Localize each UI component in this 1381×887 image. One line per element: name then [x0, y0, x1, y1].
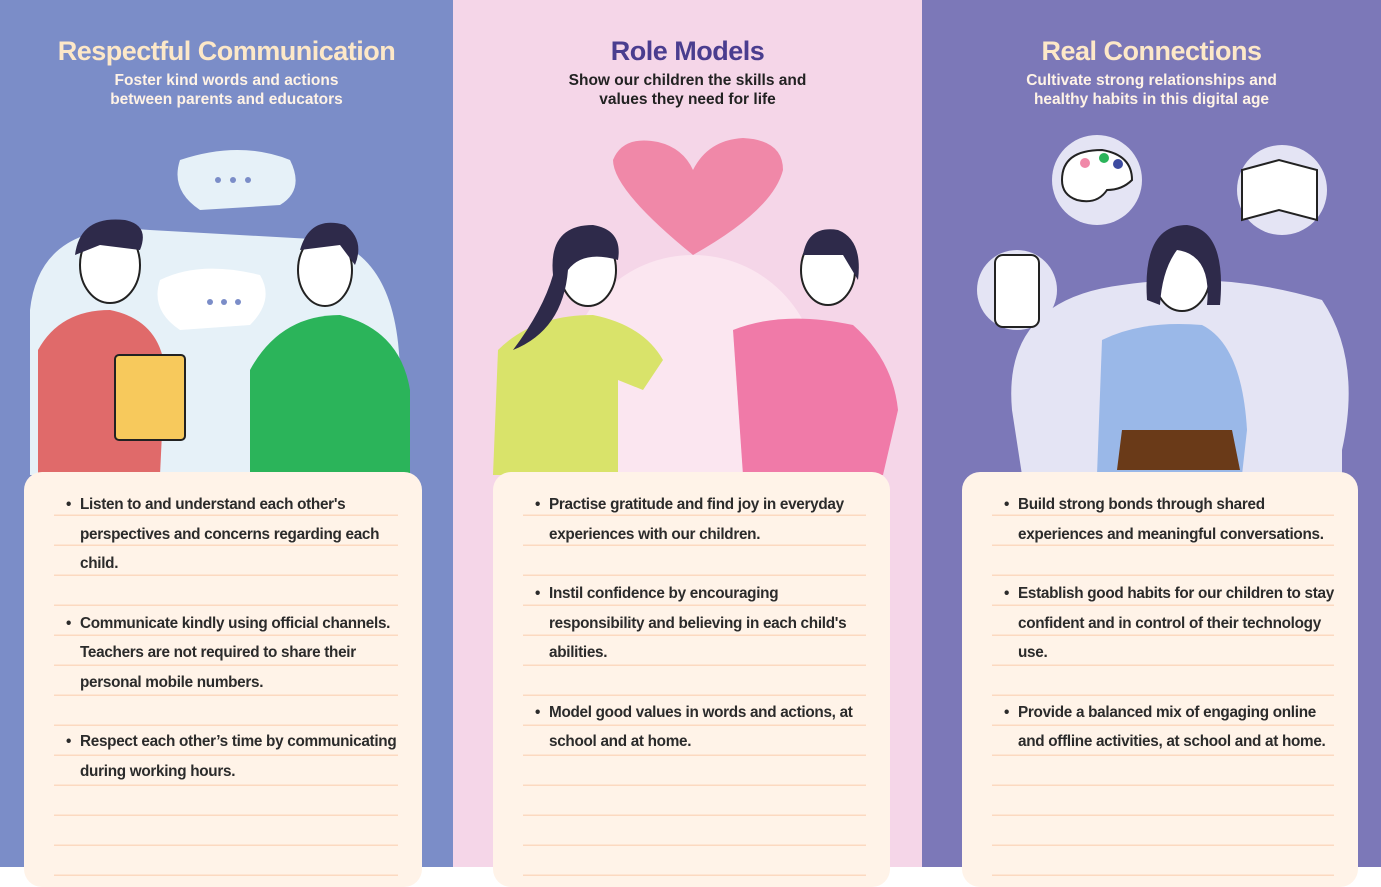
list-item: Communicate kindly using official channe…: [54, 609, 398, 698]
panel-subtitle: Cultivate strong relationships and health…: [922, 71, 1381, 109]
subtitle-line: Foster kind words and actions: [114, 72, 339, 89]
child-hobbies-illustration: [977, 135, 1349, 475]
heart-icon: [613, 138, 783, 255]
list-item: Respect each other’s time by communicati…: [54, 727, 398, 786]
respectful-communication-panel: Respectful Communication Foster kind wor…: [0, 0, 453, 887]
list-item: Model good values in words and actions, …: [523, 698, 866, 757]
panel-title: Role Models: [610, 36, 765, 66]
subtitle-line: healthy habits in this digital age: [1033, 91, 1270, 108]
tips-list: Practise gratitude and find joy in every…: [523, 490, 866, 787]
book-icon: [1241, 158, 1318, 222]
list-item: Establish good habits for our children t…: [992, 579, 1334, 668]
high-five-illustration: [493, 138, 898, 475]
panel-title: Real Connections: [1041, 36, 1262, 66]
list-item: Build strong bonds through shared experi…: [992, 490, 1334, 549]
panel-subtitle: Foster kind words and actions between par…: [0, 71, 453, 109]
role-models-panel: Role Models Show our children the skills…: [453, 0, 922, 887]
ruled-lines: [992, 486, 1334, 887]
phone-icon: [994, 254, 1040, 328]
tips-card: Listen to and understand each other's pe…: [24, 472, 422, 887]
ruled-lines: [523, 486, 866, 887]
tips-card: Build strong bonds through shared experi…: [962, 472, 1358, 887]
panel-title: Respectful Communication: [57, 36, 396, 66]
subtitle-line: between parents and educators: [110, 91, 343, 108]
list-item: Instil confidence by encouraging respons…: [523, 579, 866, 668]
subtitle-line: Show our children the skills and: [568, 72, 807, 89]
tips-list: Build strong bonds through shared experi…: [992, 490, 1334, 787]
real-connections-panel: Real Connections Cultivate strong relati…: [922, 0, 1381, 887]
list-item: Practise gratitude and find joy in every…: [523, 490, 866, 549]
panel-subtitle: Show our children the skills and values t…: [453, 71, 922, 109]
tips-card: Practise gratitude and find joy in every…: [493, 472, 890, 887]
tips-list: Listen to and understand each other's pe…: [54, 490, 398, 816]
list-item: Listen to and understand each other's pe…: [54, 490, 398, 579]
list-item: Provide a balanced mix of engaging onlin…: [992, 698, 1334, 757]
parents-talking-illustration: [30, 150, 410, 475]
subtitle-line: Cultivate strong relationships and: [1026, 72, 1277, 89]
subtitle-line: values they need for life: [599, 91, 776, 108]
